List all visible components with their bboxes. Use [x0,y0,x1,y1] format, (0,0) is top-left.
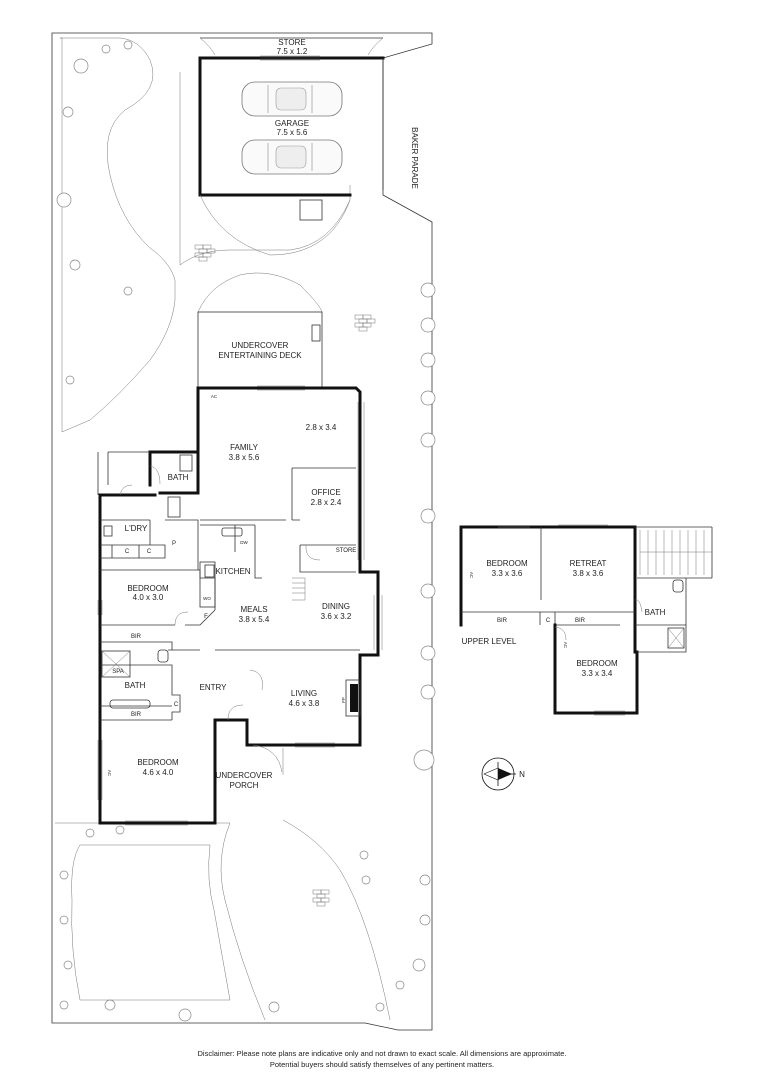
meals-dims: 3.8 x 5.4 [239,615,270,624]
upper-ac-label: AC [563,642,568,649]
dining-label: DINING [322,602,350,611]
dining-dims: 3.6 x 3.2 [321,612,352,621]
living-dims: 4.6 x 3.8 [289,699,320,708]
stairs-upper [639,530,712,575]
nook-dims: 2.8 x 3.4 [306,423,337,432]
fridge-label: F [204,614,208,620]
spa-tub [101,650,131,678]
garage-block [198,37,385,256]
robe-label: BIR [131,634,142,640]
rear-bath-label: BATH [168,473,189,482]
pantry-label: P [172,541,176,547]
cupboard-label: C [174,702,179,708]
laundry-label: L'DRY [125,524,148,533]
cupboard-label: C [147,549,152,555]
retreat-label: RETREAT [570,559,607,568]
store-label: STORE [278,38,305,47]
bedroom-a-dims: 4.0 x 3.0 [133,593,164,602]
upper-level-title: UPPER LEVEL [462,637,517,646]
front-bath-label: BATH [125,681,146,690]
upper-bedroom2-label: BEDROOM [576,659,618,668]
dishwasher-label: DW [240,540,248,545]
door-swings [119,465,321,775]
living-label: LIVING [291,689,317,698]
compass-arrow-icon [481,757,516,791]
upper-robe-label: BIR [497,618,508,624]
room-labels: STORE 7.5 x 1.2 GARAGE 7.5 x 5.6 BAKER P… [112,38,665,790]
compass-label: N [519,770,525,779]
store-small-label: STORE [336,548,357,554]
bedroom-a-label: BEDROOM [127,584,169,593]
ac-label: AC [107,770,112,777]
upper-fixtures [667,579,685,649]
disclaimer-line2: Potential buyers should satisfy themselv… [269,1060,495,1069]
car-icon [241,139,343,175]
spa-label: SPA [112,669,124,675]
fixtures [103,454,243,709]
fireplace-label: FP [341,697,346,703]
entry-label: ENTRY [200,683,228,692]
car-icon [241,81,343,117]
store-dims: 7.5 x 1.2 [277,47,308,56]
bedroom-b-label: BEDROOM [137,758,179,767]
site-boundary [51,32,433,1031]
deck-label-line1: UNDERCOVER [232,341,289,350]
entertaining-deck [197,272,323,389]
office-label: OFFICE [311,488,340,497]
garage-dims: 7.5 x 5.6 [277,128,308,137]
upper-cupboard-label: C [546,618,551,624]
meals-label: MEALS [240,605,267,614]
garage-label: GARAGE [275,119,309,128]
ground-floor-walls [97,386,380,825]
family-label: FAMILY [230,443,259,452]
upper-bedroom1-label: BEDROOM [486,559,528,568]
family-dims: 3.8 x 5.6 [229,453,260,462]
kitchen-label: KITCHEN [215,567,250,576]
retreat-dims: 3.8 x 3.6 [573,569,604,578]
porch-label-line1: UNDERCOVER [216,771,273,780]
wall-oven-label: WO [203,596,211,601]
upper-robe-label: BIR [575,618,586,624]
garden-trees [56,40,436,1022]
upper-ac-label: AC [469,572,474,579]
office-dims: 2.8 x 2.4 [311,498,342,507]
cupboard-label: C [125,549,130,555]
upper-bedroom2-dims: 3.3 x 3.4 [582,669,613,678]
deck-label-line2: ENTERTAINING DECK [218,351,302,360]
upper-level-walls [459,524,713,716]
stairs-ground [292,577,306,601]
disclaimer-line1: Disclaimer: Please note plans are indica… [197,1049,567,1058]
interior-partitions [100,467,361,721]
fixture-labels: AC DW WO F P C C BIR BIR C FP AC BIR C B… [107,394,586,777]
paving-motifs [194,244,376,907]
street-name: BAKER PARADE [410,127,419,189]
bedroom-b-dims: 4.6 x 4.0 [143,768,174,777]
robe-label: BIR [131,712,142,718]
upper-bedroom1-dims: 3.3 x 3.6 [492,569,523,578]
porch-label-line2: PORCH [230,781,259,790]
windows [97,385,383,826]
ac-label: AC [211,394,218,399]
upper-bath-label: BATH [645,608,666,617]
